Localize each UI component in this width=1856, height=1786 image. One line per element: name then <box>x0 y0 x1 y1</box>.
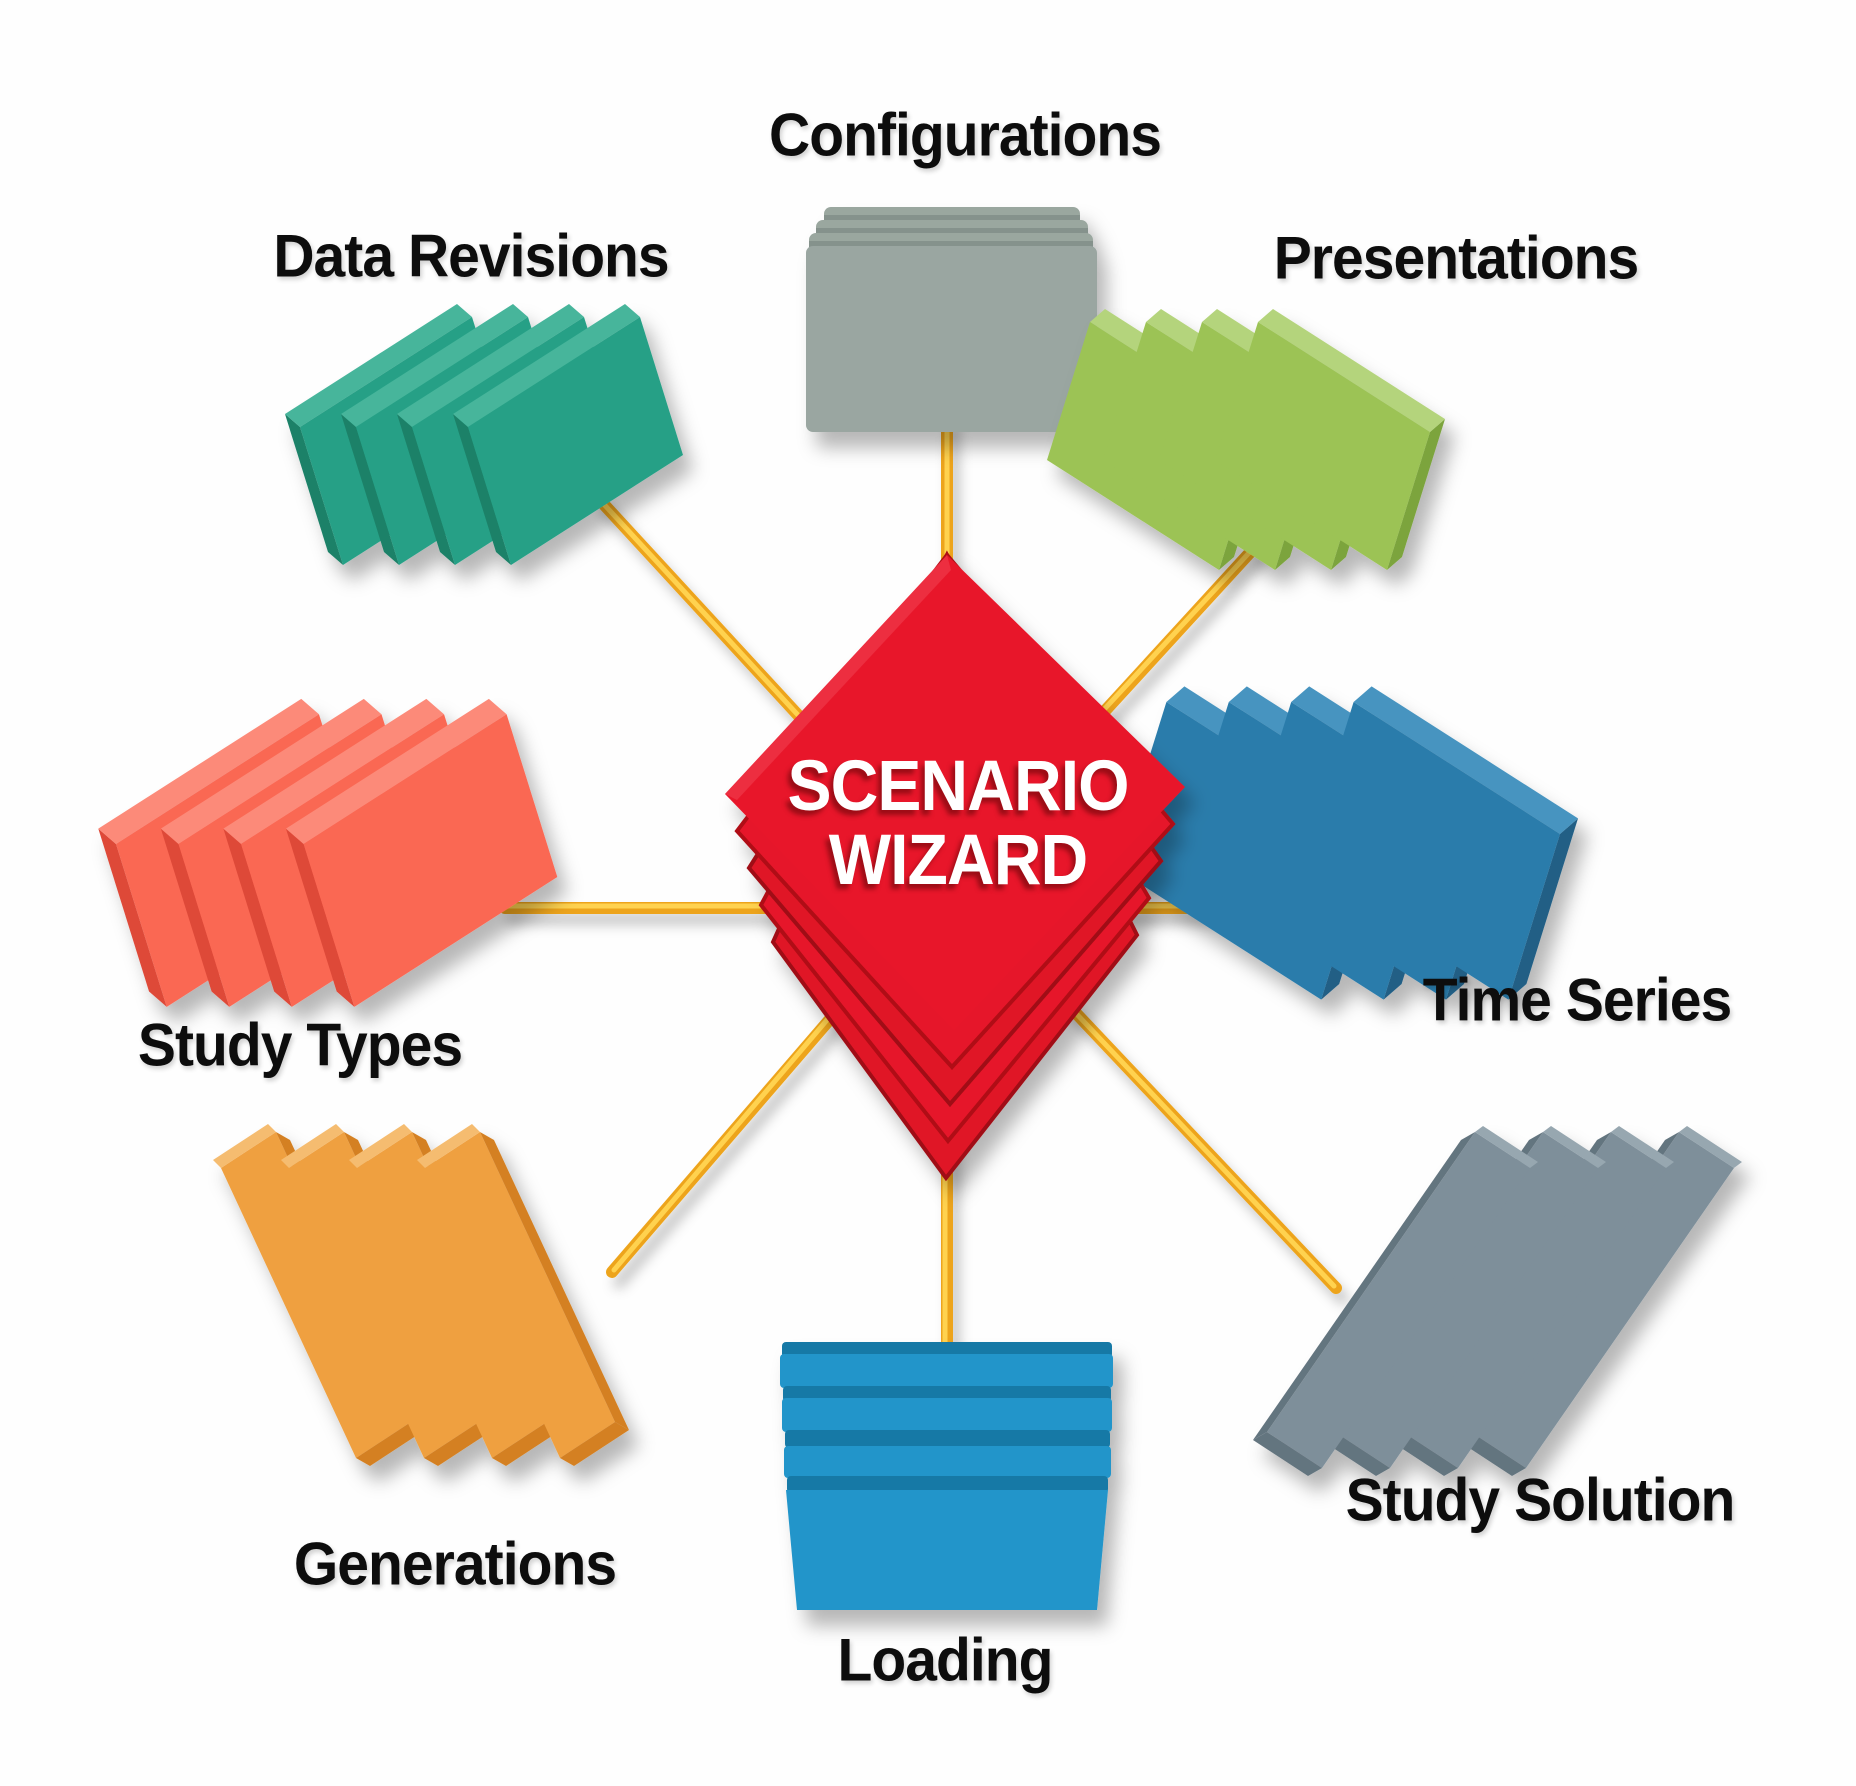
center-hub-title-line1: SCENARIO <box>787 747 1129 826</box>
node-label-study-solution: Study Solution <box>1345 1466 1736 1534</box>
configurations-stack-icon <box>806 207 1097 432</box>
node-label-loading: Loading <box>837 1626 1054 1694</box>
node-label-study-types: Study Types <box>137 1011 463 1079</box>
scenario-wizard-diamond-icon <box>725 550 1185 1182</box>
study-solution-cards-icon <box>1253 1126 1742 1476</box>
node-label-time-series: Time Series <box>1422 966 1732 1034</box>
center-hub-title-line2: WIZARD <box>828 821 1088 900</box>
loading-stack-icon <box>780 1342 1113 1610</box>
node-label-configurations: Configurations <box>769 101 1162 169</box>
presentations-cards-icon <box>1047 309 1445 570</box>
node-label-data-revisions: Data Revisions <box>273 222 669 290</box>
center-hub-title: SCENARIO WIZARD <box>787 747 1129 900</box>
study-types-cards-icon <box>98 698 558 1007</box>
node-label-generations: Generations <box>293 1530 617 1598</box>
generations-cards-icon <box>213 1124 629 1466</box>
node-label-presentations: Presentations <box>1273 224 1640 292</box>
time-series-cards-icon <box>1114 686 1578 1000</box>
